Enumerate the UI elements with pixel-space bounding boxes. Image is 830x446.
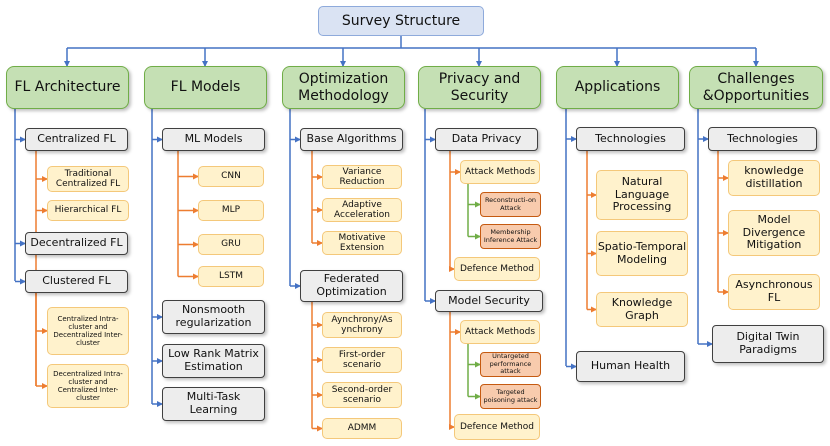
human-health-node: Human Health: [576, 351, 685, 382]
mlp-node: MLP: [198, 200, 264, 221]
attack-methods-node-2: Attack Methods: [460, 320, 540, 344]
model-security-node: Model Security: [435, 290, 543, 312]
hierarchical-fl-node: Hierarchical FL: [47, 200, 129, 221]
natural-language-processing-node: Natural Language Processing: [596, 170, 688, 220]
attack-methods-node-1: Attack Methods: [460, 160, 540, 184]
federated-optimization-node: Federated Optimization: [300, 270, 403, 302]
category-optimization-methodology: Optimization Methodology: [282, 66, 405, 109]
digital-twin-paradigms-node: Digital Twin Paradigms: [712, 325, 824, 363]
variance-reduction-node: Variance Reduction: [322, 165, 402, 189]
motivative-extension-node: Motivative Extension: [322, 231, 402, 255]
defence-method-node-2: Defence Method: [454, 414, 540, 440]
asynchrony-node: Aynchrony/As ynchrony: [322, 312, 402, 338]
centralized-intra-decentralized-inter-node: Centralized Intra-cluster and Decentrali…: [47, 307, 129, 355]
data-privacy-node: Data Privacy: [435, 128, 538, 151]
category-privacy-and-security: Privacy and Security: [418, 66, 541, 109]
cnn-node: CNN: [198, 166, 264, 187]
untargeted-performance-attack-node: Untargeted performance attack: [480, 352, 541, 377]
technologies-node-challenges: Technologies: [708, 127, 817, 151]
centralized-fl-node: Centralized FL: [25, 128, 128, 151]
low-rank-matrix-estimation-node: Low Rank Matrix Estimation: [162, 344, 265, 378]
gru-node: GRU: [198, 234, 264, 255]
decentralized-fl-node: Decentralized FL: [25, 232, 128, 255]
base-algorithms-node: Base Algorithms: [300, 128, 403, 151]
second-order-scenario-node: Second-order scenario: [322, 382, 402, 408]
nonsmooth-regularization-node: Nonsmooth regularization: [162, 300, 265, 334]
defence-method-node-1: Defence Method: [454, 257, 540, 281]
category-fl-models: FL Models: [144, 66, 267, 109]
membership-inference-attack-node: Membership Inference Attack: [480, 224, 541, 249]
asynchronous-fl-node: Asynchronous FL: [728, 274, 820, 310]
knowledge-distillation-node: knowledge distillation: [728, 160, 820, 196]
clustered-fl-node: Clustered FL: [25, 270, 128, 293]
root-node: Survey Structure: [318, 6, 484, 36]
technologies-node-applications: Technologies: [576, 127, 685, 151]
ml-models-node: ML Models: [162, 128, 265, 151]
category-applications: Applications: [556, 66, 679, 109]
lstm-node: LSTM: [198, 266, 264, 287]
category-fl-architecture: FL Architecture: [6, 66, 129, 109]
traditional-centralized-fl-node: Traditional Centralized FL: [47, 166, 129, 192]
knowledge-graph-node: Knowledge Graph: [596, 292, 688, 327]
multi-task-learning-node: Multi-Task Learning: [162, 387, 265, 421]
adaptive-acceleration-node: Adaptive Acceleration: [322, 198, 402, 222]
decentralized-intra-centralized-inter-node: Decentralized Intra-cluster and Centrali…: [47, 364, 129, 408]
reconstruction-attack-node: Reconstructi-on Attack: [480, 192, 541, 217]
first-order-scenario-node: First-order scenario: [322, 347, 402, 373]
model-divergence-mitigation-node: Model Divergence Mitigation: [728, 210, 820, 256]
admm-node: ADMM: [322, 418, 402, 439]
targeted-poisoning-attack-node: Targeted poisoning attack: [480, 384, 541, 409]
category-challenges-and-opportunities: Challenges &Opportunities: [689, 66, 823, 109]
spatio-temporal-modeling-node: Spatio-Temporal Modeling: [596, 231, 688, 276]
